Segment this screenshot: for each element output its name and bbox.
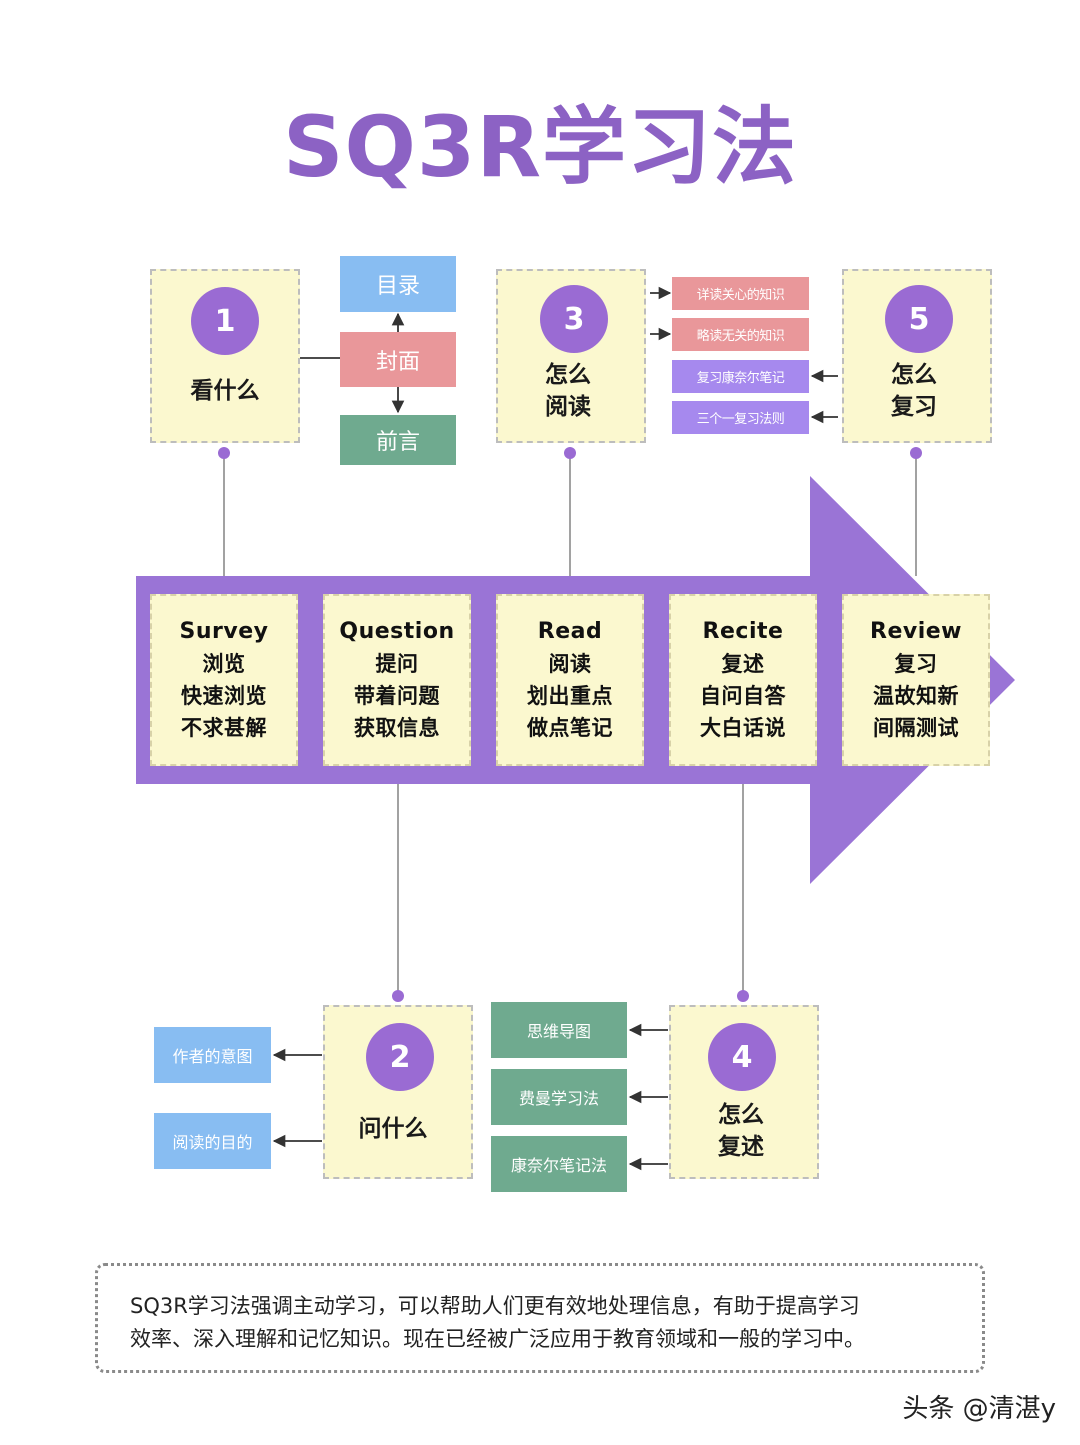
stage-label: 提问 [375, 652, 419, 676]
stage-desc: 获取信息 [354, 716, 440, 740]
stage-survey: Survey 浏览 快速浏览 不求甚解 [150, 594, 298, 766]
stage-desc: 划出重点 [527, 684, 613, 708]
stage-desc: 大白话说 [700, 716, 786, 740]
step-number-badge: 1 [191, 287, 259, 355]
stage-desc: 带着问题 [354, 684, 440, 708]
stage-name: Review [870, 619, 962, 644]
watermark: 头条 @清湛y [902, 1394, 1056, 1424]
stage-label: 浏览 [202, 652, 246, 676]
step-label: 看什么 [190, 378, 260, 404]
tag-cover: 封面 [340, 332, 456, 387]
stage-name: Recite [702, 619, 784, 644]
step-label: 怎么 [891, 362, 937, 388]
step-card-2: 2 问什么 [323, 1005, 473, 1179]
tag-mind-map: 思维导图 [491, 1002, 627, 1058]
step-label: 复述 [718, 1134, 764, 1160]
stage-desc: 做点笔记 [527, 716, 613, 740]
summary-box: SQ3R学习法强调主动学习，可以帮助人们更有效地处理信息，有助于提高学习 效率、… [95, 1263, 985, 1373]
stage-name: Survey [179, 619, 269, 644]
stage-desc: 间隔测试 [873, 716, 959, 740]
tag-author-intent: 作者的意图 [154, 1027, 271, 1083]
stage-question: Question 提问 带着问题 获取信息 [323, 594, 471, 766]
tag-detailed-read: 详读关心的知识 [672, 277, 809, 310]
stage-desc: 快速浏览 [181, 684, 267, 708]
stage-recite: Recite 复述 自问自答 大白话说 [669, 594, 817, 766]
step-number-badge: 4 [708, 1023, 776, 1091]
step-card-3: 3 怎么 阅读 [496, 269, 646, 443]
tag-contents: 目录 [340, 256, 456, 312]
summary-line: 效率、深入理解和记忆知识。现在已经被广泛应用于教育领域和一般的学习中。 [130, 1327, 865, 1351]
stage-label: 阅读 [548, 652, 592, 676]
stage-review: Review 复习 温故知新 间隔测试 [842, 594, 990, 766]
stage-label: 复述 [721, 652, 765, 676]
stage-desc: 自问自答 [700, 684, 786, 708]
step-number-badge: 3 [540, 285, 608, 353]
step-label: 怎么 [545, 362, 591, 388]
stage-desc: 不求甚解 [181, 716, 267, 740]
step-number-badge: 2 [366, 1023, 434, 1091]
step-label: 问什么 [358, 1116, 428, 1142]
step-label: 阅读 [545, 394, 591, 420]
stage-desc: 温故知新 [873, 684, 959, 708]
stage-read: Read 阅读 划出重点 做点笔记 [496, 594, 644, 766]
tag-review-cornell: 复习康奈尔笔记 [672, 360, 809, 393]
page-title: SQ3R学习法 [282, 98, 798, 196]
step-card-1: 1 看什么 [150, 269, 300, 443]
step-card-4: 4 怎么 复述 [669, 1005, 819, 1179]
tag-three-one-rule: 三个一复习法则 [672, 401, 809, 434]
tag-preface: 前言 [340, 415, 456, 465]
step-card-5: 5 怎么 复习 [842, 269, 992, 443]
stage-name: Read [537, 619, 603, 644]
summary-line: SQ3R学习法强调主动学习，可以帮助人们更有效地处理信息，有助于提高学习 [130, 1294, 860, 1318]
step-label: 复习 [891, 394, 937, 420]
tag-feynman: 费曼学习法 [491, 1069, 627, 1125]
stage-name: Question [339, 619, 455, 644]
step-label: 怎么 [718, 1102, 764, 1128]
tag-skim-read: 略读无关的知识 [672, 318, 809, 351]
tag-cornell-method: 康奈尔笔记法 [491, 1136, 627, 1192]
stage-label: 复习 [894, 652, 938, 676]
tag-reading-purpose: 阅读的目的 [154, 1113, 271, 1169]
step-number-badge: 5 [885, 285, 953, 353]
